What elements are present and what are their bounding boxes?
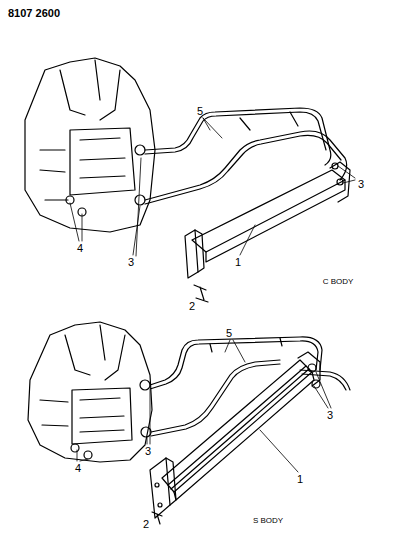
callout-number: 1 — [297, 474, 303, 485]
callout-number: 3 — [327, 410, 333, 421]
view-label: S BODY — [253, 517, 283, 525]
callout-number: 3 — [358, 179, 364, 190]
transmission-housing — [28, 322, 152, 462]
callout-number: 5 — [226, 328, 232, 339]
view-label: C BODY — [323, 278, 354, 286]
callout-number: 2 — [143, 519, 149, 530]
callout-number: 4 — [75, 463, 81, 474]
transmission-housing — [25, 58, 155, 232]
oil-cooler — [150, 352, 320, 524]
callout-number: 4 — [77, 243, 83, 254]
callout-number: 1 — [235, 257, 241, 268]
callout-number: 5 — [197, 106, 203, 117]
leader-lines — [70, 118, 355, 256]
callout-number: 2 — [189, 301, 195, 312]
part-number: 8107 2600 — [8, 8, 60, 19]
cooler-lines — [150, 337, 350, 436]
leader-lines — [77, 340, 331, 472]
callout-number: 3 — [128, 257, 134, 268]
callout-number: 3 — [145, 446, 151, 457]
cooler-lines — [145, 108, 347, 204]
